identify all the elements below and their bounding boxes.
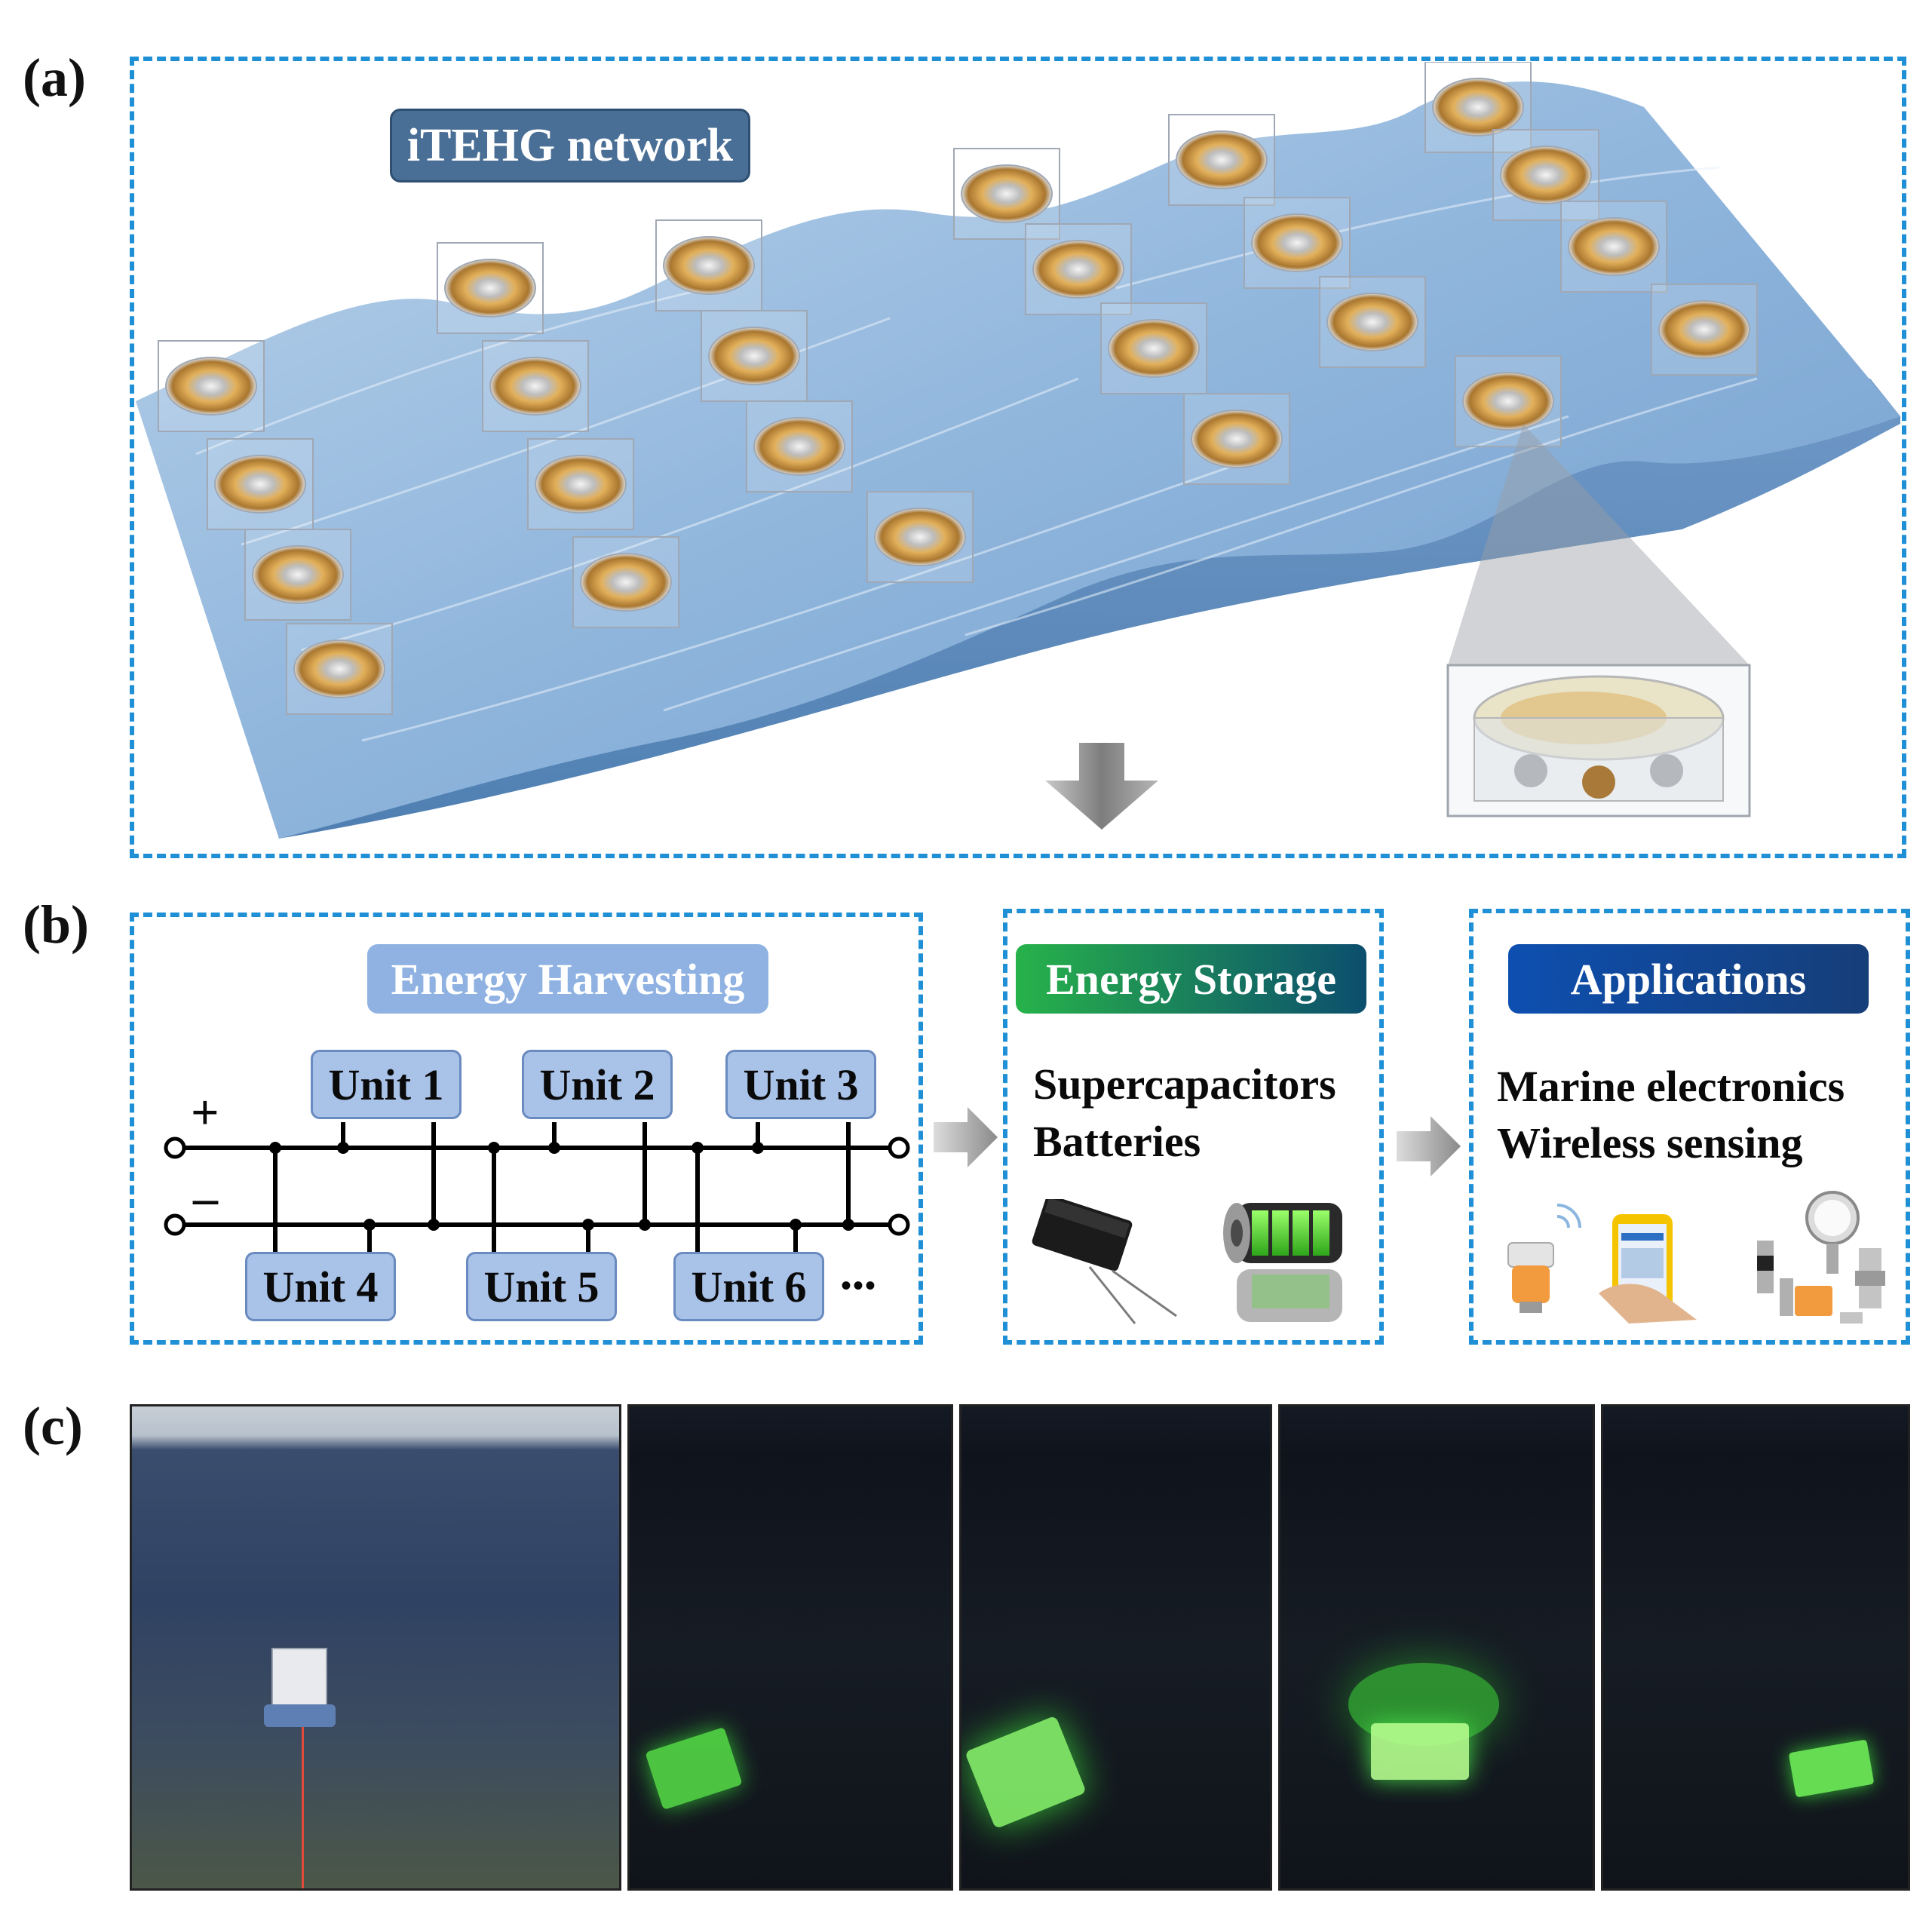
storage-item-batteries: Batteries: [1033, 1117, 1201, 1166]
panel-label-c: (c): [23, 1396, 83, 1456]
device-base: [264, 1704, 336, 1727]
device-float: [271, 1648, 327, 1711]
wireless-sensor-icon: [1507, 1204, 1581, 1313]
unit-6-box: Unit 6: [673, 1252, 824, 1321]
right-arrow-icon: [1397, 1116, 1461, 1176]
negative-terminal-label: –: [193, 1170, 218, 1225]
led-glow: [964, 1715, 1087, 1830]
smartphone-icon: [1599, 1214, 1697, 1324]
unit-3-box: Unit 3: [725, 1050, 876, 1119]
unit-2-box: Unit 2: [522, 1050, 673, 1119]
tether-line: [302, 1727, 304, 1888]
unit-4-box: Unit 4: [245, 1252, 396, 1321]
network-title-pill: iTEHG network: [390, 109, 750, 183]
field-test-photo-daytime: [130, 1404, 621, 1891]
field-test-photo-night-3: [1278, 1404, 1595, 1891]
wave-illustration: [136, 62, 1900, 839]
panel-label-a: (a): [23, 48, 86, 108]
applications-item-wireless-sensing: Wireless sensing: [1497, 1118, 1803, 1167]
storage-title-pill: Energy Storage: [1016, 944, 1366, 1014]
down-arrow-icon: [1045, 743, 1158, 830]
harvesting-title-pill: Energy Harvesting: [367, 944, 768, 1014]
right-arrow-icon: [934, 1107, 998, 1167]
harvesting-frame: [130, 913, 923, 1345]
panel-label-b: (b): [23, 894, 89, 955]
applications-item-marine-electronics: Marine electronics: [1497, 1062, 1845, 1111]
circuit-diagram: [164, 1122, 910, 1252]
more-units-ellipsis: •••: [841, 1268, 878, 1302]
field-test-photo-night-4: [1601, 1404, 1910, 1891]
applications-title-pill: Applications: [1508, 944, 1869, 1014]
supercapacitor-icon: [1032, 1199, 1177, 1324]
positive-terminal-label: +: [191, 1085, 219, 1140]
battery-icon: [1223, 1203, 1342, 1322]
unit-5-box: Unit 5: [466, 1252, 617, 1321]
led-glow: [645, 1726, 743, 1811]
storage-item-supercapacitors: Supercapacitors: [1033, 1060, 1336, 1109]
network-frame: [130, 57, 1906, 858]
unit-1-box: Unit 1: [311, 1050, 462, 1119]
led-panel: [1371, 1723, 1469, 1780]
storage-frame: [1003, 909, 1384, 1345]
led-panel: [1788, 1739, 1875, 1798]
marine-sensors-icon: [1757, 1191, 1885, 1324]
field-test-photo-night-2: [959, 1404, 1272, 1891]
applications-frame: [1469, 909, 1910, 1345]
field-test-photo-night-1: [627, 1404, 953, 1891]
